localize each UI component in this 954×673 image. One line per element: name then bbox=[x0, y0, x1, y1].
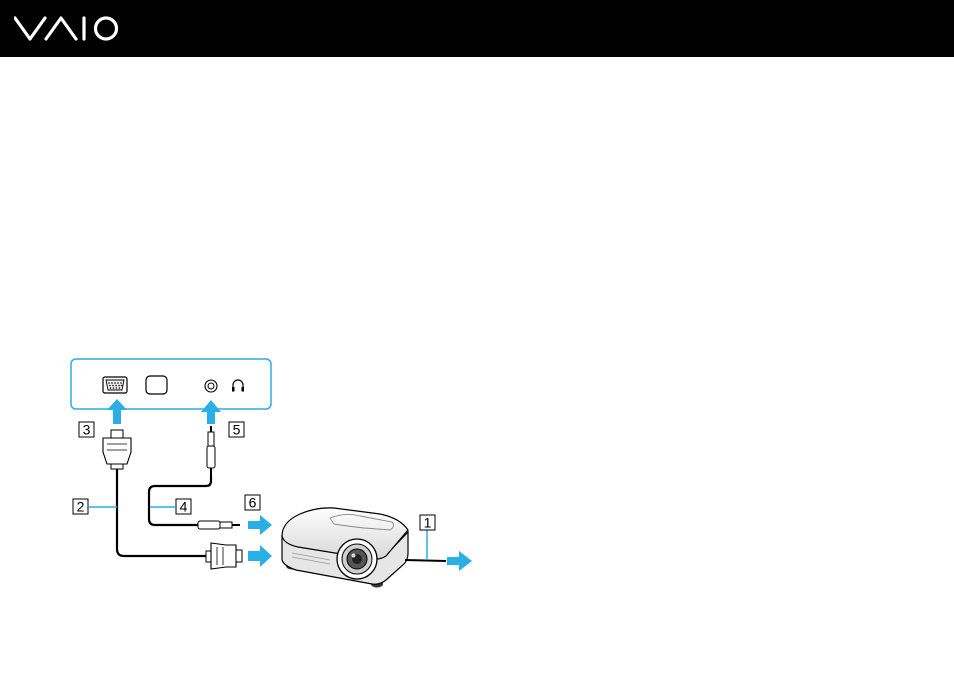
projector-icon bbox=[282, 508, 408, 588]
hdmi-port-icon bbox=[146, 376, 167, 394]
callout-3: 3 bbox=[79, 422, 94, 438]
vga-connector-horizontal-icon bbox=[206, 543, 242, 569]
arrow-right-audio bbox=[248, 515, 272, 535]
svg-text:5: 5 bbox=[233, 422, 241, 438]
audio-plug-horizontal-icon bbox=[198, 521, 240, 529]
mic-jack-icon bbox=[205, 380, 217, 392]
callout-2: 2 bbox=[73, 499, 117, 515]
audio-plug-icon bbox=[207, 426, 215, 476]
svg-text:1: 1 bbox=[424, 515, 432, 531]
arrow-right-vga bbox=[248, 545, 272, 567]
svg-text:4: 4 bbox=[180, 499, 188, 515]
svg-text:6: 6 bbox=[249, 495, 257, 511]
callout-4: 4 bbox=[150, 499, 191, 515]
arrow-right-power bbox=[447, 551, 472, 571]
cable-vga bbox=[117, 469, 206, 556]
power-cable bbox=[405, 560, 446, 561]
callout-5: 5 bbox=[229, 422, 244, 438]
svg-text:3: 3 bbox=[83, 422, 91, 438]
callout-1: 1 bbox=[420, 515, 435, 561]
vga-cable-connector-icon bbox=[103, 430, 131, 469]
monitor-port-icon bbox=[103, 377, 127, 393]
callout-6: 6 bbox=[245, 495, 260, 511]
svg-text:2: 2 bbox=[77, 499, 85, 515]
computer-port-panel bbox=[71, 359, 271, 409]
